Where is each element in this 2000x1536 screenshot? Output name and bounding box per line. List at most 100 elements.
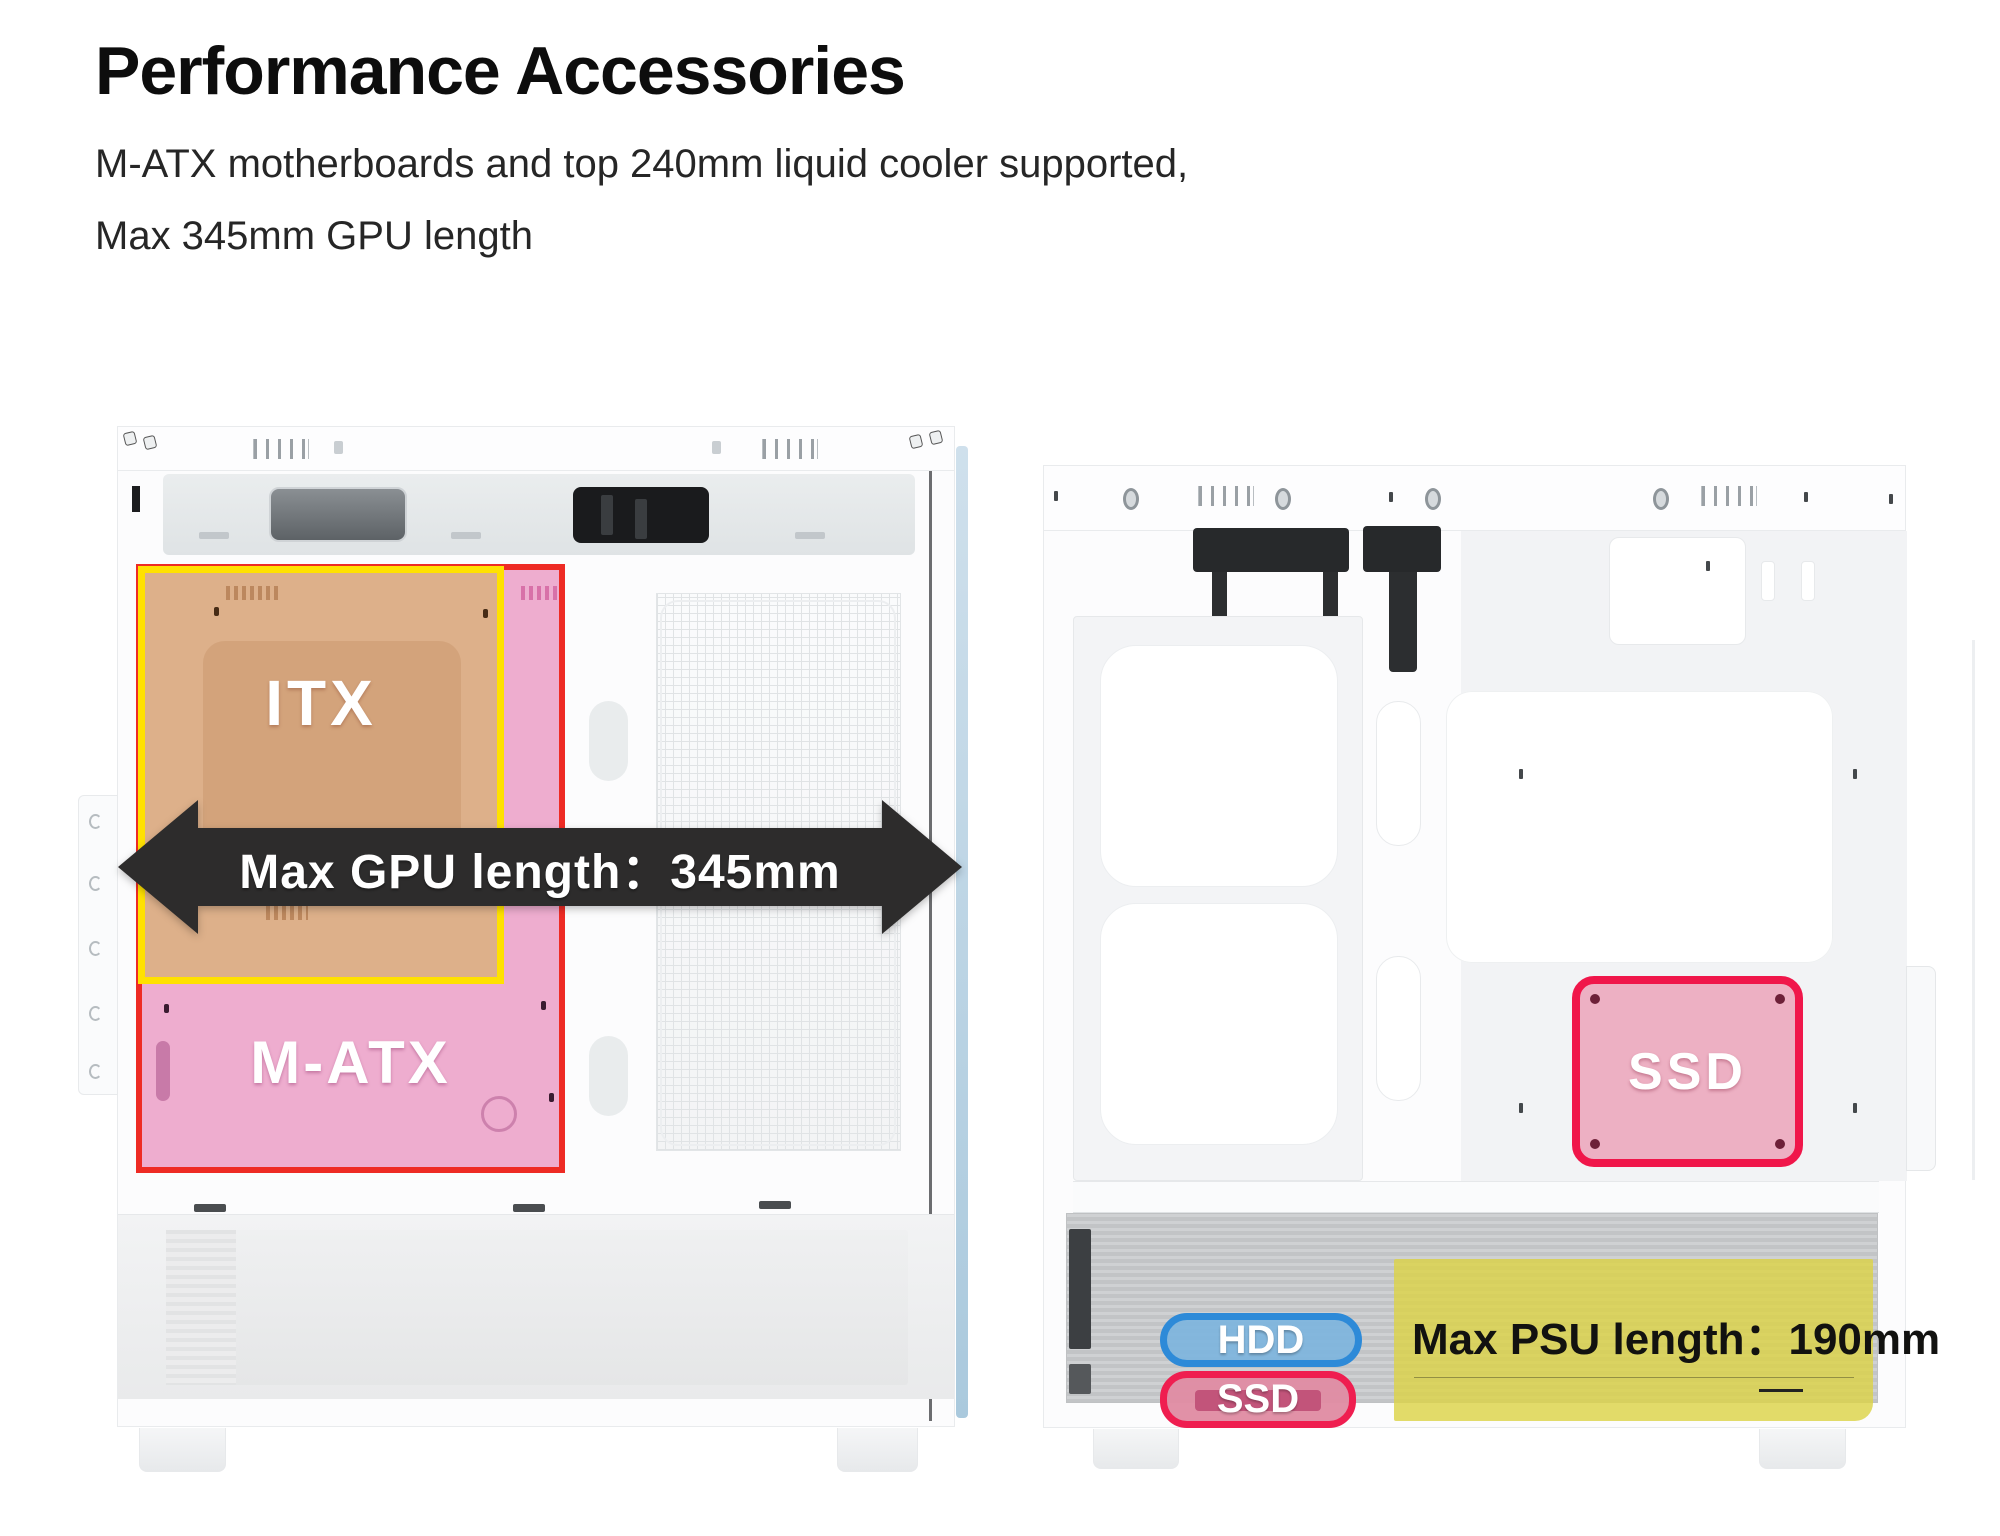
- screw-hole: [1389, 492, 1393, 502]
- screw-hole: [1519, 769, 1523, 779]
- seam-dash: [513, 1204, 545, 1212]
- rear-fan-cutout: [1609, 537, 1746, 645]
- subtitle-line-2: Max 345mm GPU length: [95, 214, 533, 258]
- ssd-badge-label: SSD: [1216, 1377, 1300, 1421]
- seam-dash: [194, 1204, 226, 1212]
- cable-slot: [589, 701, 628, 781]
- top-grommet-cutout: [269, 487, 407, 542]
- cable-routing-slot: [1376, 701, 1421, 846]
- cable: [1389, 572, 1417, 672]
- psu-seam-line: [1414, 1377, 1854, 1378]
- hdd-badge-label: HDD: [1217, 1317, 1305, 1362]
- mount-hole: [1425, 488, 1441, 510]
- cable-routing-slot: [1376, 956, 1421, 1101]
- front-panel-connector: [1193, 528, 1349, 572]
- hdd-cage-slot: [1069, 1229, 1091, 1349]
- top-cutout: [334, 441, 343, 454]
- screw-hole: [1804, 492, 1808, 502]
- cpu-cooler-cutout: [1446, 691, 1833, 963]
- arrow-shaft: Max GPU length：345mm: [198, 828, 882, 906]
- case-back-view: SSD Max PSU length：190mm HDD SSD: [1043, 465, 1940, 1469]
- screw-hole: [1889, 494, 1893, 504]
- top-cutout: [712, 441, 721, 454]
- side-hinge-bracket: [78, 795, 118, 1095]
- hdd-cage-slot: [1069, 1364, 1091, 1394]
- fan-mount-cutout: [1100, 903, 1338, 1145]
- hinge-mark: [89, 876, 102, 891]
- screw-icon: [142, 434, 158, 451]
- vent-dash: [199, 532, 229, 539]
- rivet-dot: [549, 1093, 554, 1102]
- fan-mount-cutout: [1100, 645, 1338, 887]
- cable: [601, 495, 613, 535]
- screw-hole: [1853, 1103, 1857, 1113]
- top-vent-slots: [762, 439, 818, 459]
- case-foot: [1093, 1429, 1179, 1469]
- vent-mark: [226, 586, 282, 600]
- arrow-right-head-icon: [882, 800, 962, 934]
- screw-hole: [1706, 561, 1710, 571]
- panel-edge-line: [929, 471, 932, 1421]
- mount-hole: [1123, 488, 1139, 510]
- wall-edge-line: [1972, 640, 1975, 1180]
- case-foot: [139, 1428, 226, 1472]
- screw-icon: [1590, 994, 1600, 1004]
- screw-icon: [1775, 994, 1785, 1004]
- screw-icon: [1590, 1139, 1600, 1149]
- psu-length-label: Max PSU length：190mm: [1412, 1315, 1941, 1364]
- screw-icon: [928, 429, 944, 446]
- vent-dash: [795, 532, 825, 539]
- top-radiator-tray: [163, 474, 915, 555]
- itx-label: ITX: [265, 667, 377, 739]
- rivet-dot: [483, 609, 488, 618]
- case-top-edge: [118, 427, 954, 471]
- shroud-vent-stripes: [166, 1230, 236, 1385]
- vent-mark: [266, 906, 308, 920]
- hinge-mark: [89, 1064, 102, 1079]
- gpu-length-label: Max GPU length：345mm: [239, 846, 841, 899]
- ssd-mount-overlay: SSD: [1572, 976, 1803, 1167]
- cable: [635, 499, 647, 539]
- psu-shroud-shelf: [1073, 1181, 1879, 1213]
- vent-mark: [521, 586, 561, 600]
- matx-label: M-ATX: [250, 1029, 451, 1096]
- screw-hole: [1519, 1103, 1523, 1113]
- seam-dash: [759, 1201, 791, 1209]
- rear-slot: [1801, 561, 1815, 601]
- case-foot: [1759, 1429, 1846, 1469]
- case-foot: [837, 1428, 918, 1472]
- hdd-bay-badge: HDD: [1160, 1313, 1362, 1367]
- frame-notch: [132, 486, 140, 512]
- side-fan-mount-frame: [1073, 616, 1363, 1181]
- psu-seam-dash: [1759, 1389, 1803, 1392]
- cable-slot: [589, 1036, 628, 1116]
- subtitle-line-1: M-ATX motherboards and top 240mm liquid …: [95, 142, 1189, 186]
- front-panel-connector: [1363, 526, 1441, 572]
- screw-hole: [1054, 491, 1058, 501]
- ssd-bay-badge: SSD: [1160, 1371, 1356, 1428]
- psu-length-overlay: Max PSU length：190mm: [1394, 1259, 1940, 1421]
- case-top-edge: [1044, 466, 1905, 531]
- top-cable-cutout: [573, 487, 709, 543]
- gpu-length-arrow: Max GPU length：345mm: [118, 800, 962, 934]
- rivet-dot: [541, 1001, 546, 1010]
- shroud-panel: [166, 1230, 908, 1385]
- page-title: Performance Accessories: [95, 32, 906, 109]
- top-vent-slots: [1198, 486, 1254, 506]
- hinge-mark: [89, 1006, 102, 1021]
- vent-dash: [451, 532, 481, 539]
- tempered-glass-edge: [956, 446, 968, 1418]
- side-panel-tab: [1906, 966, 1936, 1171]
- rear-slot: [1761, 561, 1775, 601]
- rivet-dot: [214, 607, 219, 616]
- screw-hole: [1853, 769, 1857, 779]
- mount-hole: [1275, 488, 1291, 510]
- top-vent-slots: [253, 439, 309, 459]
- top-vent-slots: [1701, 486, 1757, 506]
- hinge-mark: [89, 941, 102, 956]
- screw-icon: [122, 430, 138, 447]
- bottom-shroud: [118, 1214, 954, 1399]
- hinge-mark: [89, 814, 102, 829]
- rivet-dot: [164, 1004, 169, 1013]
